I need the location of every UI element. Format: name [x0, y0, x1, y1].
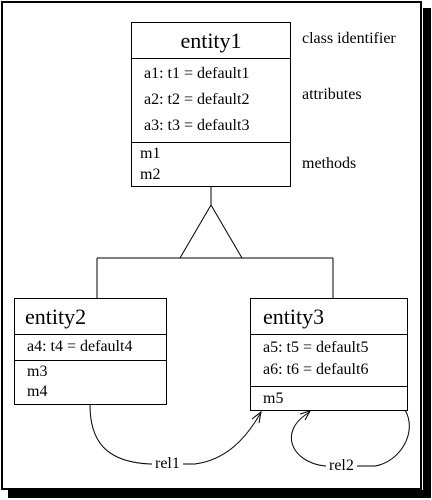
inheritance-triangle	[179, 204, 243, 259]
class-identifier-label: class identifier	[302, 30, 396, 47]
entity2-method-2: m4	[27, 383, 48, 400]
entity2-attribute-1: a4: t4 = default4	[27, 338, 133, 355]
frame-shadow-right	[423, 8, 431, 498]
entity2-attributes: a4: t4 = default4	[15, 334, 166, 360]
entity1-attribute-1: a1: t1 = default1	[144, 65, 250, 82]
inheritance-connector	[96, 187, 334, 298]
methods-label: methods	[302, 155, 357, 172]
entity1-name: entity1	[180, 28, 242, 53]
entity3-attribute-1: a5: t5 = default5	[263, 339, 369, 356]
entity1-attribute-3: a3: t3 = default3	[144, 117, 250, 134]
entity2-method-1: m3	[27, 363, 48, 380]
rel1-label: rel1	[152, 455, 183, 473]
entity2-name: entity2	[25, 304, 87, 329]
entity3-attributes: a5: t5 = default5 a6: t6 = default6	[251, 334, 407, 386]
entity2-methods: m3 m4	[15, 360, 166, 403]
entity3-attribute-2: a6: t6 = default6	[263, 361, 369, 378]
entity3-methods: m5	[251, 386, 407, 408]
entity3-method-1: m5	[263, 390, 284, 407]
entity3-class[interactable]: entity3 a5: t5 = default5 a6: t6 = defau…	[250, 298, 408, 411]
rel2-label: rel2	[326, 457, 357, 475]
entity1-method-2: m2	[140, 166, 161, 183]
attributes-label: attributes	[302, 86, 362, 103]
rel2-connector	[291, 409, 410, 467]
rel1-arrowhead	[251, 410, 262, 424]
entity1-class[interactable]: entity1 a1: t1 = default1 a2: t2 = defau…	[131, 22, 291, 187]
rel2-arrowhead	[299, 410, 312, 421]
rel1-connector	[89, 404, 262, 465]
entity3-name: entity3	[263, 304, 325, 329]
entity1-attributes: a1: t1 = default1 a2: t2 = default2 a3: …	[132, 58, 290, 142]
entity1-method-1: m1	[140, 145, 161, 162]
entity1-methods: m1 m2	[132, 142, 290, 187]
entity1-attribute-2: a2: t2 = default2	[144, 91, 250, 108]
entity2-class[interactable]: entity2 a4: t4 = default4 m3 m4	[14, 298, 167, 405]
frame-shadow-bottom	[8, 490, 431, 498]
